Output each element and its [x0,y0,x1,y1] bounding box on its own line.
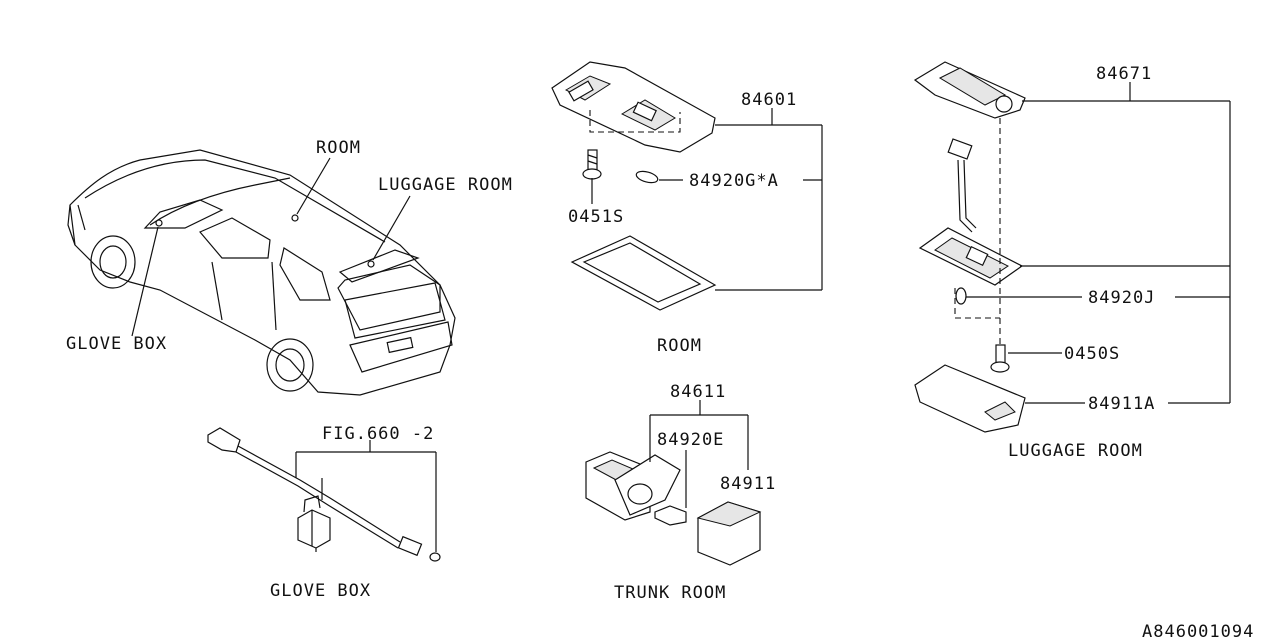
part-84920ga-label: 84920G*A [689,171,779,191]
luggage-room-caption: LUGGAGE ROOM [1008,441,1143,461]
bulb-84920ga [635,170,659,184]
fig-660-2-label: FIG.660 -2 [322,424,434,444]
glove-box-lamp-assembly [207,427,441,562]
part-0450s-label: 0450S [1064,344,1120,364]
glove-box-lamp-location-dot [155,219,163,227]
luggage-room-lamp-assembly [913,61,1231,433]
part-84671-label: 84671 [1096,64,1152,84]
bulb-84920j [955,287,967,305]
part-84920j-label: 84920J [1088,288,1155,308]
room-caption: ROOM [657,336,702,356]
room-lamp-lens [570,235,717,311]
glove-box-bulb [429,552,441,562]
glove-box-caption: GLOVE BOX [270,581,371,601]
trunk-room-lamp-assembly [585,400,762,566]
part-84920e-label: 84920E [657,430,724,450]
room-lamp-assembly [551,61,823,311]
room-location-label: ROOM [316,138,361,158]
luggage-lamp-location-dot [367,260,375,268]
diagram-code: A846001094 [1142,622,1254,640]
part-84911a-label: 84911A [1088,394,1155,414]
lens-84911a [914,364,1026,433]
glove-box-connector [207,427,241,453]
vehicle-illustration [67,149,456,396]
part-84601-label: 84601 [741,90,797,110]
glove-box-location-label: GLOVE BOX [66,334,167,354]
screw-0451s [582,149,602,180]
room-lamp-location-dot [291,214,299,222]
screw-0450s [990,344,1010,373]
bulb-84920e [654,505,687,526]
luggage-room-location-label: LUGGAGE ROOM [378,175,513,195]
part-0451s-label: 0451S [568,207,624,227]
part-84911-label: 84911 [720,474,776,494]
trunk-room-caption: TRUNK ROOM [614,583,726,603]
glove-box-switch [297,509,331,549]
part-84611-label: 84611 [670,382,726,402]
